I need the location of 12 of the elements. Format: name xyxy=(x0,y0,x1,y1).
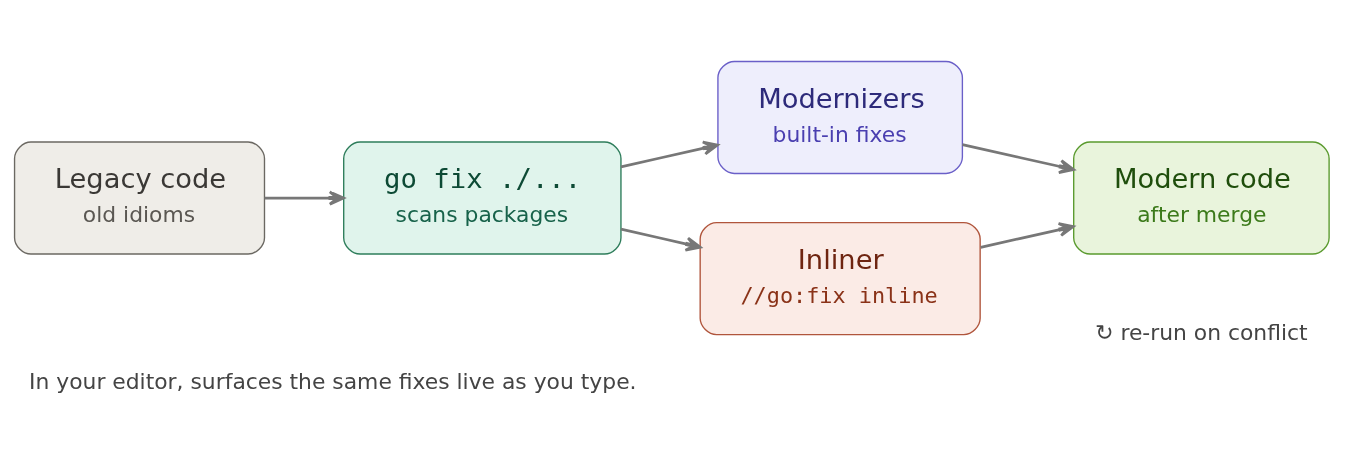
arrow xyxy=(620,140,719,169)
arrow xyxy=(620,227,702,252)
node-box: Modernizers built-in fixes xyxy=(717,60,964,175)
node-box: Legacy code old idioms xyxy=(13,141,266,255)
caption: In your editor, surfaces the same fixes live as you type. xyxy=(29,368,637,394)
label: ↻ re-run on conflict xyxy=(1095,319,1308,345)
arrow xyxy=(264,190,345,206)
node-box: go fix ./... scans packages xyxy=(343,141,622,255)
node-box: Inliner //go:fix inline xyxy=(699,221,981,336)
node-box: Modern code after merge xyxy=(1073,141,1330,255)
arrow xyxy=(980,222,1075,249)
arrow xyxy=(962,143,1075,174)
